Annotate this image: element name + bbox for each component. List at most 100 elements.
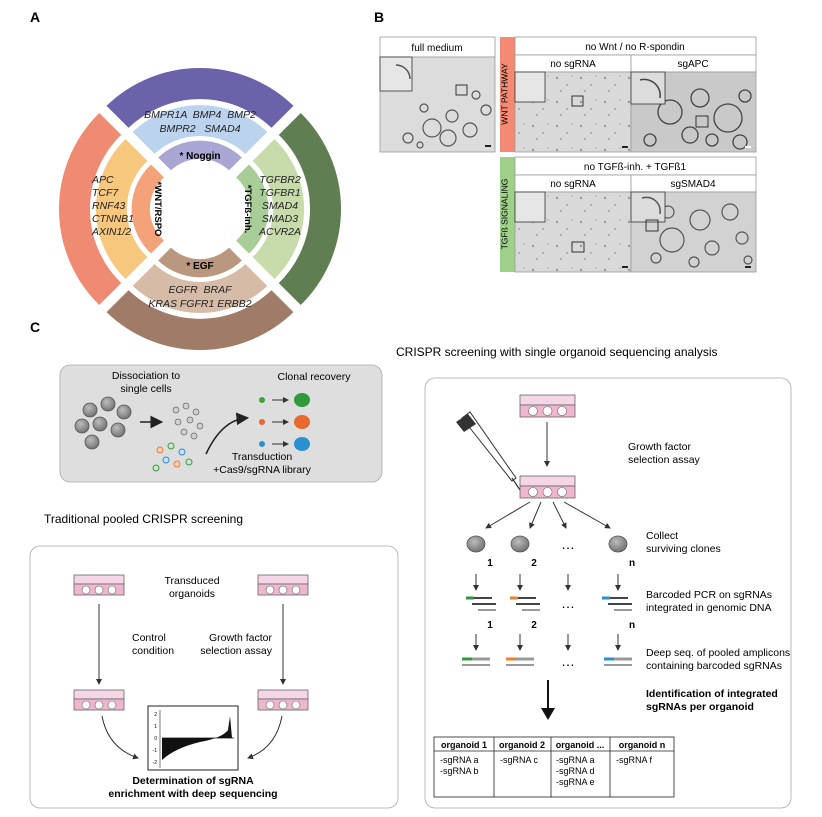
clone-label: n — [629, 558, 635, 569]
pcr-fragment — [602, 596, 632, 611]
amplicon — [462, 657, 490, 666]
table-cell: -sgRNA f — [616, 755, 653, 765]
single-organoid-screen-title: CRISPR screening with single organoid se… — [396, 345, 718, 359]
barcoded-pcr-label: Barcoded PCR on sgRNAs — [646, 589, 772, 601]
collect-label: surviving clones — [646, 543, 721, 555]
wnt-side-bar — [500, 37, 515, 152]
bmp-gene-line: BMPR2 SMAD4 — [159, 123, 240, 135]
collect-label: Collect — [646, 530, 678, 542]
dissociation-label: Dissociation to — [112, 370, 180, 382]
bmp-inner-label: * Noggin — [179, 151, 220, 162]
table-cell: -sgRNA c — [500, 755, 539, 765]
clonal-recovery-label: Clonal recovery — [278, 371, 352, 383]
tgfb-gene: TGFBR1 — [259, 187, 300, 199]
deep-seq-label: containing barcoded sgRNAs — [646, 660, 782, 672]
virus-particles — [152, 442, 193, 472]
single-cells — [172, 402, 204, 440]
clone-label: 2 — [531, 558, 537, 569]
growth-factor-label: selection assay — [628, 454, 701, 466]
clone — [466, 535, 486, 553]
clonal-recovery-rows — [259, 393, 310, 451]
pipette-icon — [456, 411, 521, 491]
curved-arrow — [205, 412, 250, 455]
wnt-gene-list: APC TCF7 RNF43 CTNNB1 AXIN1/2 — [91, 174, 134, 238]
single-organoid-screen-box: Growth factor selection assay … 1 2 n Co… — [424, 377, 792, 809]
panel-c-letter: C — [30, 319, 40, 335]
pcr-fragment — [466, 596, 496, 611]
bmp-gene-line: BMPR1A BMP4 BMP2 — [144, 109, 256, 121]
clone-label: n — [629, 620, 635, 631]
traditional-screen-title: Traditional pooled CRISPR screening — [44, 512, 243, 526]
transduction-label: +Cas9/sgRNA library — [213, 464, 311, 476]
egfr-gene-line: EGFR BRAF — [168, 284, 232, 296]
petri-dish — [519, 475, 576, 499]
tgfb-gene: TGFBR2 — [259, 174, 301, 186]
tgfb-side-bar — [500, 157, 515, 272]
amplicon — [604, 657, 632, 666]
bmp-gene-list: BMPR1A BMP4 BMP2 BMPR2 SMAD4 — [144, 109, 256, 135]
table-header: organoid ... — [556, 740, 605, 750]
tgfb-inner-label: *TGFß-inh. — [242, 185, 253, 234]
tgfb-gene: SMAD4 — [262, 200, 298, 212]
tgfb-outer-label: TGFß SIGNALING — [342, 153, 367, 264]
petri-dish — [519, 394, 576, 418]
wnt-gene: RNF43 — [92, 200, 125, 212]
wnt-inner-label: *WNT/RSPO — [152, 182, 163, 237]
transduction-label: Transduction — [232, 451, 292, 463]
sgrna-table: organoid 1 organoid 2 organoid ... organ… — [433, 736, 675, 798]
clone — [608, 535, 628, 553]
curved-arrow — [101, 715, 139, 760]
wnt-mid-sector — [92, 134, 152, 284]
wnt-gene: TCF7 — [92, 187, 119, 199]
deep-seq-label: Deep seq. of pooled amplicons — [646, 647, 790, 659]
wnt-side-label: WNT PATHWAY — [500, 63, 510, 125]
bmp-outer-sector — [102, 65, 298, 133]
egfr-inner-label: * EGF — [186, 261, 213, 272]
egfr-gene-line: KRAS FGFR1 ERBB2 — [148, 298, 251, 310]
tgfb-side-label: TGFß SIGNALING — [500, 179, 510, 250]
tgfb-condition-header: no TGFß-inh. + TGFß1 — [584, 162, 687, 173]
petri-dish — [257, 574, 309, 596]
plot-tick: 2 — [154, 712, 157, 718]
clone — [510, 535, 530, 553]
determination-label: enrichment with deep sequencing — [108, 788, 277, 800]
egfr-gene-list: EGFR BRAF KRAS FGFR1 ERBB2 — [148, 284, 251, 310]
tgfb-gene: ACVR2A — [258, 226, 301, 238]
large-arrow-head — [541, 708, 555, 720]
transduced-label: organoids — [169, 588, 215, 600]
control-label: Control — [132, 632, 166, 644]
plot-tick: 1 — [154, 724, 157, 730]
wnt-condition-header: no Wnt / no R-spondin — [585, 42, 685, 53]
arrow — [485, 501, 531, 529]
transduced-label: Transduced — [164, 575, 219, 587]
control-label: condition — [132, 645, 174, 657]
wnt-outer-sector — [56, 108, 126, 310]
dots: … — [561, 536, 575, 552]
table-cell: -sgRNA a — [556, 755, 595, 765]
petri-dish — [73, 689, 125, 711]
table-header: organoid 2 — [499, 740, 545, 750]
dots: … — [561, 595, 575, 611]
curved-arrow — [247, 715, 283, 760]
bmp-outer-label: BMP SIGNALING — [147, 42, 253, 66]
traditional-screen-box: Transduced organoids Control condition G… — [29, 545, 399, 809]
tgfb-gene-list: TGFBR2 TGFBR1 SMAD4 SMAD3 ACVR2A — [258, 174, 301, 238]
growth-factor-label: Growth factor — [209, 632, 273, 644]
wnt-gene: CTNNB1 — [92, 213, 134, 225]
wnt-col-label: sgAPC — [677, 59, 708, 70]
egfr-outer-sector — [102, 285, 298, 353]
tgfb-signaling-panel: TGFß SIGNALING no TGFß-inh. + TGFß1 no s… — [500, 156, 757, 273]
enrichment-plot: 2 1 0 -1 -2 — [147, 705, 239, 771]
petri-dish — [257, 689, 309, 711]
table-cell: -sgRNA d — [556, 766, 595, 776]
signaling-wheel: BMP SIGNALING TGFß SIGNALING EGFR RAS SI… — [33, 42, 368, 373]
transduction-workflow-box: Dissociation to single cells Clonal reco… — [59, 364, 383, 483]
arrow — [563, 501, 611, 529]
egfr-inner-sector — [153, 243, 247, 281]
barcoded-pcr-label: integrated in genomic DNA — [646, 602, 771, 614]
panel-a-letter: A — [30, 9, 40, 25]
table-cell: -sgRNA e — [556, 777, 595, 787]
tgfb-outer-sector — [274, 108, 344, 310]
tgfb-mid-sector — [248, 134, 308, 284]
